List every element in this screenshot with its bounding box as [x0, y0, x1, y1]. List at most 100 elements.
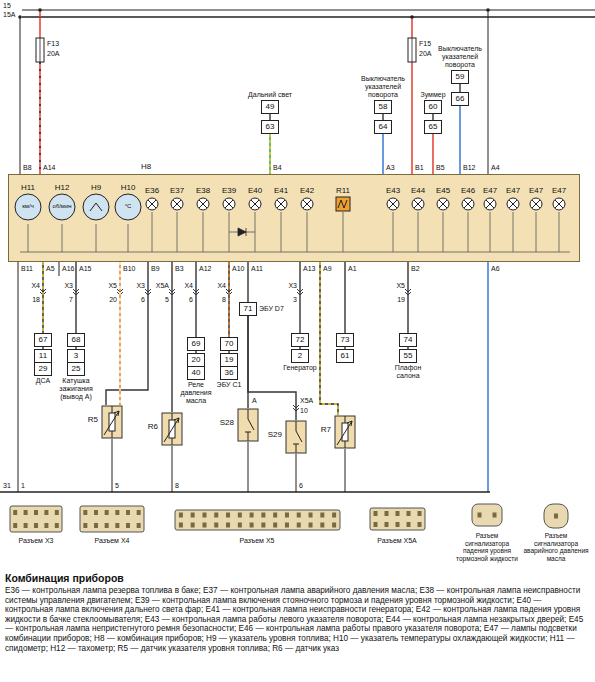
internal-wire	[152, 212, 153, 252]
lamp-filament	[199, 200, 207, 208]
internal-wire	[28, 224, 29, 252]
connector-pin-label: 5	[165, 296, 169, 304]
warning-lamp: E47	[548, 186, 570, 212]
connector-cavity	[396, 522, 400, 527]
lamp-bulb	[387, 198, 399, 210]
connector-terminal-box: Выключатель указателей поворота58	[374, 100, 392, 114]
connector-terminal-box: Дальний свет49	[261, 100, 279, 114]
connector-cavity	[115, 523, 119, 528]
component-label: E36	[140, 186, 164, 196]
fuse-label: 20A	[47, 50, 59, 58]
connector-pin-label: 7	[69, 296, 73, 304]
terminal-heading: Выключатель указателей поворота	[435, 45, 485, 69]
pin-label: A11	[251, 265, 263, 273]
terminal-number: 64	[375, 121, 391, 133]
component-label: E42	[295, 186, 319, 196]
fuse-element	[40, 38, 41, 62]
connector-terminal-box: 1129ДСА	[34, 349, 52, 376]
junction-dot	[38, 8, 42, 12]
terminal-number: 40	[188, 366, 204, 379]
lamp-bulb	[507, 198, 519, 210]
lamp-symbol	[247, 196, 263, 212]
gauge-unit: °C	[112, 203, 144, 210]
component-label: E37	[165, 186, 189, 196]
component-label: R6	[148, 422, 158, 432]
terminal-number: 29	[35, 362, 51, 375]
terminal-number: 67	[35, 334, 51, 346]
lamp-symbol	[273, 196, 289, 212]
wire	[411, 17, 412, 38]
ground-wire	[112, 439, 113, 492]
terminal-number: 58	[375, 101, 391, 113]
sensor-housing	[162, 413, 182, 445]
gauge-dial-face	[83, 194, 109, 220]
lamp-bulb	[275, 198, 287, 210]
connector-pin-label: X3	[64, 282, 73, 290]
lamp-filament	[486, 200, 494, 208]
gauge-needle	[90, 203, 102, 211]
wire-stripe	[269, 134, 270, 174]
connector-cavity	[191, 513, 195, 518]
connector-cavity	[24, 510, 28, 515]
wire	[228, 262, 229, 337]
terminal-number: 3	[68, 350, 84, 362]
ground-label: 5	[115, 482, 119, 490]
connector-cavity	[250, 513, 254, 518]
sensor-housing	[238, 409, 258, 441]
pin-label: B9	[151, 265, 160, 273]
warning-lamp: E47	[479, 186, 501, 212]
wire-stripe	[39, 62, 40, 174]
lamp-bulb	[171, 198, 183, 210]
connector-housing	[370, 508, 425, 530]
instrument-cluster: H11км/чH12об/минH9H10°CE36E37E38E39E40E4…	[8, 174, 580, 262]
terminal-number: 74	[400, 334, 416, 346]
sensor-symbol: R6	[161, 412, 183, 446]
sensor-symbol: S28	[237, 408, 259, 442]
internal-wire	[20, 252, 570, 253]
terminal-number: 71	[240, 303, 256, 315]
connector-cavity	[396, 511, 400, 516]
warning-lamp: E37	[165, 186, 189, 212]
connector-terminal-box: Выключатель указателей поворота59	[451, 70, 469, 84]
connector-cavity	[309, 523, 313, 528]
wire	[488, 10, 489, 174]
switch-contacts	[293, 421, 302, 453]
warning-lamp: E36	[140, 186, 164, 212]
connector-cavity	[250, 523, 254, 528]
gauge-dial: H10°C	[112, 183, 144, 221]
connector-pin-label: X4	[217, 282, 226, 290]
terminal-number: 65	[425, 121, 441, 133]
wire	[39, 10, 40, 38]
connector-cavity	[44, 510, 48, 515]
internal-wire	[513, 212, 514, 252]
terminal-heading: Дальний свет	[248, 91, 292, 99]
connector-pin-label: X4	[31, 282, 40, 290]
terminal-number: 55	[400, 350, 416, 362]
gauge-dial: H11км/ч	[12, 183, 44, 221]
terminal-label: 15	[3, 2, 11, 10]
connector-cavity	[478, 513, 482, 518]
connector-cavity	[407, 511, 411, 516]
terminal-number: 66	[452, 93, 468, 105]
terminal-number: 69	[188, 338, 204, 350]
connector-cavity	[94, 523, 98, 528]
lamp-bulb	[462, 198, 474, 210]
sensor-symbol: R5	[101, 405, 123, 439]
wire	[269, 134, 270, 174]
connector-pin-label: X3	[288, 282, 297, 290]
connector-cavity	[320, 523, 324, 528]
warning-lamp: E45	[432, 186, 454, 212]
terminal-number: 36	[221, 366, 237, 379]
lamp-filament	[509, 200, 517, 208]
warning-lamp: E42	[295, 186, 319, 212]
pin-label: A1	[348, 265, 357, 273]
connector-terminal-box: 1936ЭБУ С1	[220, 353, 238, 380]
lamp-filament	[464, 200, 472, 208]
connector-pin-label: 6	[189, 296, 193, 304]
connector-cavity	[55, 523, 59, 528]
variable-resistor-symbol	[101, 405, 123, 439]
component-label: E47	[548, 186, 570, 196]
lamp-symbol	[482, 196, 498, 212]
connector-housing	[80, 506, 144, 532]
wire	[432, 134, 433, 174]
